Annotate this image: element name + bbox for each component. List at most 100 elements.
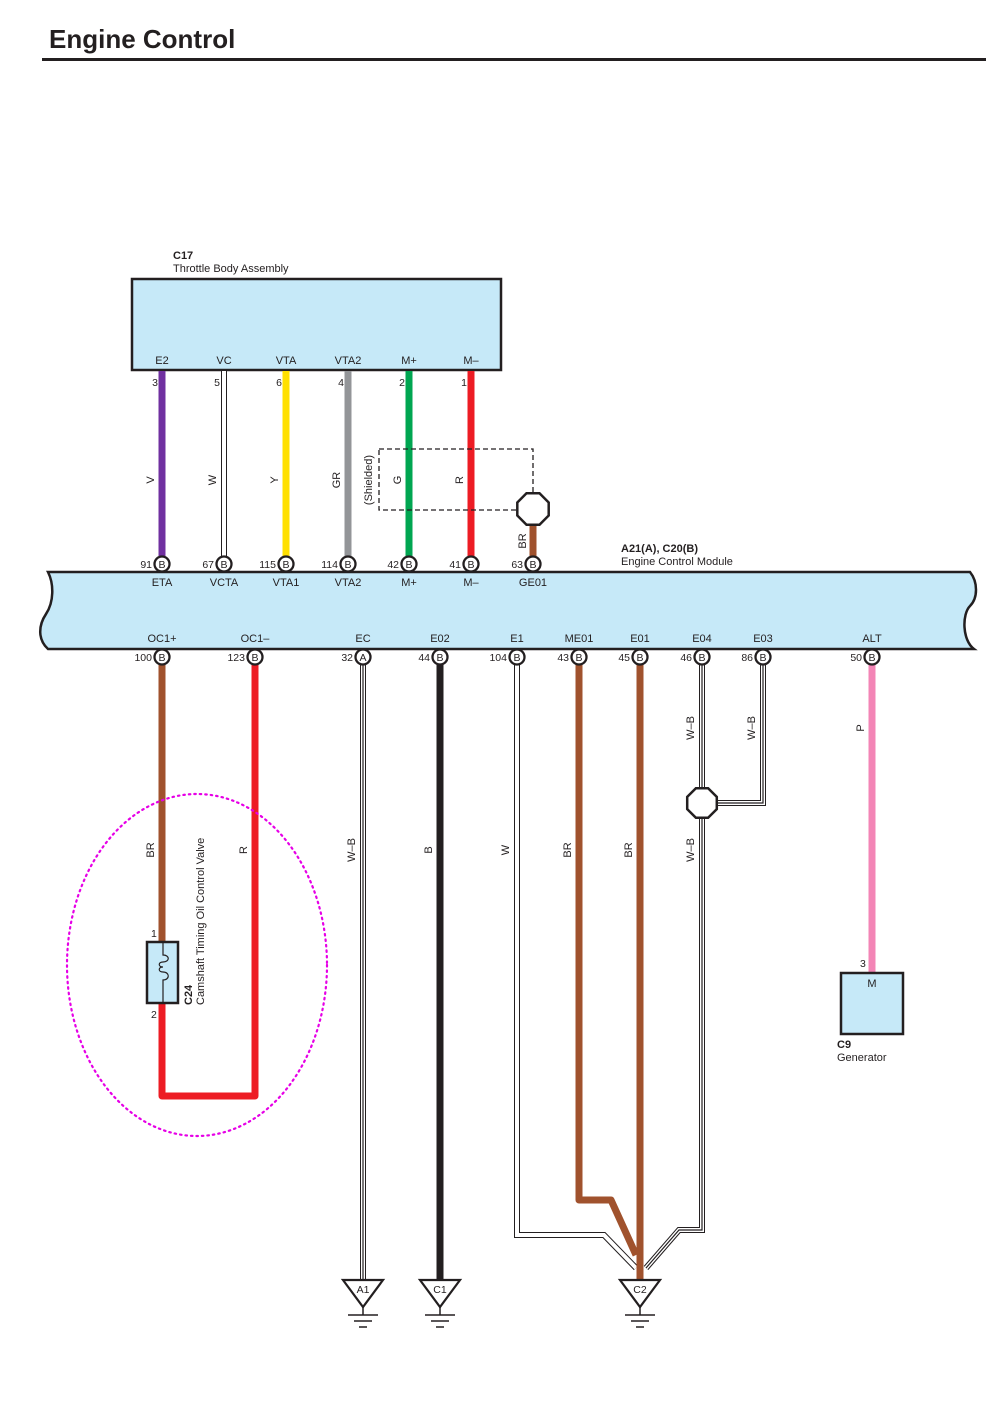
ground-point-label: C1 [433,1284,447,1296]
wire-m-pin-number: 42 [387,559,399,571]
wire-e02-connector-letter: B [436,652,443,664]
wire-ge01-connector-icon [524,555,542,573]
ecm-terminal-label: E01 [630,633,650,645]
wire-e02-connector-icon [431,648,449,666]
wire-oc1-connector-letter: B [251,652,258,664]
wire-vta2-pin-number: 114 [321,559,338,571]
tb-terminal-label: M– [463,355,479,367]
ocv-pin-1: 1 [151,928,157,940]
tb-pin-number: 6 [276,377,282,389]
ground-point-label: C2 [633,1284,647,1296]
wire-color-label: W–B [346,838,358,862]
wire-color-label: W–B [685,716,697,740]
shield-label: (Shielded) [363,455,375,505]
ocv-code: C24 [183,984,195,1005]
solenoid-coil-icon [158,942,169,1003]
ecm-terminal-label: M+ [401,577,417,589]
wire-e1-connector-letter: B [513,652,520,664]
engine-control-module[interactable] [39,570,978,651]
generator-terminal: M [867,978,876,990]
shield-ground-wire-label: BR [517,533,529,548]
shield-splice-icon [516,492,550,526]
wire-e04-connector-letter: B [698,652,705,664]
wire-m-connector-letter: B [405,559,412,571]
wire-alt-connector-icon [863,648,881,666]
wire-color-label: W–B [685,838,697,862]
wire-ge01-connector-letter: B [529,559,536,571]
ecm-terminal-label: ALT [862,633,882,645]
wire-color-label: BR [562,842,574,857]
wire-color-label: B [423,846,435,853]
wire-oc1-connector-icon [246,648,264,666]
ocv-pin-2: 2 [151,1009,157,1021]
wire-color-label: V [145,476,157,484]
wire-e1-pin-number: 104 [489,652,507,664]
generator-name: Generator [837,1052,887,1064]
ecm-terminal-label: OC1+ [147,633,176,645]
ecm-name: Engine Control Module [621,556,733,568]
ecm-terminal-label: VTA2 [335,577,362,589]
wire-m-connector-icon [462,555,480,573]
wire-alt-pin-number: 50 [850,652,862,664]
wire-e04[interactable] [643,665,705,1270]
wire-e03-pin-number: 86 [741,652,753,664]
wire-color-label: R [238,846,250,854]
ecm-terminal-label: OC1– [241,633,271,645]
ground-point-icon [617,1278,663,1309]
wire-vcta-connector-letter: B [220,559,227,571]
throttle-body-name: Throttle Body Assembly [173,263,289,275]
wire-vta2-connector-letter: B [344,559,351,571]
wire-m-connector-letter: B [467,559,474,571]
wire-ec-connector-letter: A [359,652,366,664]
wire-color-label: W–B [746,716,758,740]
ocv-name: Camshaft Timing Oil Control Valve [195,838,207,1005]
ecm-terminal-label: ETA [152,577,173,589]
wire-e04-connector-icon [693,648,711,666]
tb-pin-number: 1 [461,377,467,389]
wire-alt-connector-letter: B [868,652,875,664]
ground-point-label: A1 [357,1284,370,1296]
ecm-terminal-label: EC [355,633,370,645]
tb-pin-number: 2 [399,377,405,389]
generator-code: C9 [837,1039,851,1051]
ground-points: A1 C1 C2 [340,1278,663,1328]
wire-color-label: W [500,844,512,855]
wire-e03-connector-icon [754,648,772,666]
ecm-terminal-label: E03 [753,633,773,645]
ecm-terminal-label: E1 [510,633,523,645]
ecm-terminal-label: VTA1 [273,577,300,589]
ecm-code: A21(A), C20(B) [621,543,698,555]
wire-eta-pin-number: 91 [140,559,152,571]
wire-oc1-pin-number: 123 [227,652,245,664]
wire-color-label: G [392,476,404,485]
tb-terminal-label: VTA2 [335,355,362,367]
generator[interactable] [839,971,905,1036]
wire-e04-core [644,665,704,1270]
wire-vta1-pin-number: 115 [259,559,276,571]
page-title: Engine Control [49,24,236,54]
ecm-terminal-label: GE01 [519,577,547,589]
wire-ge01-pin-number: 63 [511,559,523,571]
wire-me01[interactable] [575,665,640,1257]
wire-oc1-connector-icon [153,648,171,666]
wire-eta-connector-icon [153,555,171,573]
generator-pin: 3 [860,958,866,970]
wire-e03-stripe [702,665,764,804]
ecm-terminal-label: E02 [430,633,450,645]
wire-color-label: P [855,724,867,731]
ecm-terminal-label: ME01 [565,633,594,645]
wire-oc1[interactable] [158,665,259,1100]
title-divider [42,58,986,61]
throttle-body-assembly[interactable] [130,277,503,372]
ground-splice-icon [685,786,719,820]
wire-e02-pin-number: 44 [418,652,430,664]
wire-e01-connector-icon [631,648,649,666]
wire-oc1-connector-letter: B [158,652,165,664]
wire-e03-connector-letter: B [759,652,766,664]
wire-me01-connector-letter: B [575,652,582,664]
shield-boundary [378,448,534,511]
wire-color-label: BR [623,842,635,857]
wire-color-label: R [454,476,466,484]
ground-point-icon [417,1278,463,1309]
